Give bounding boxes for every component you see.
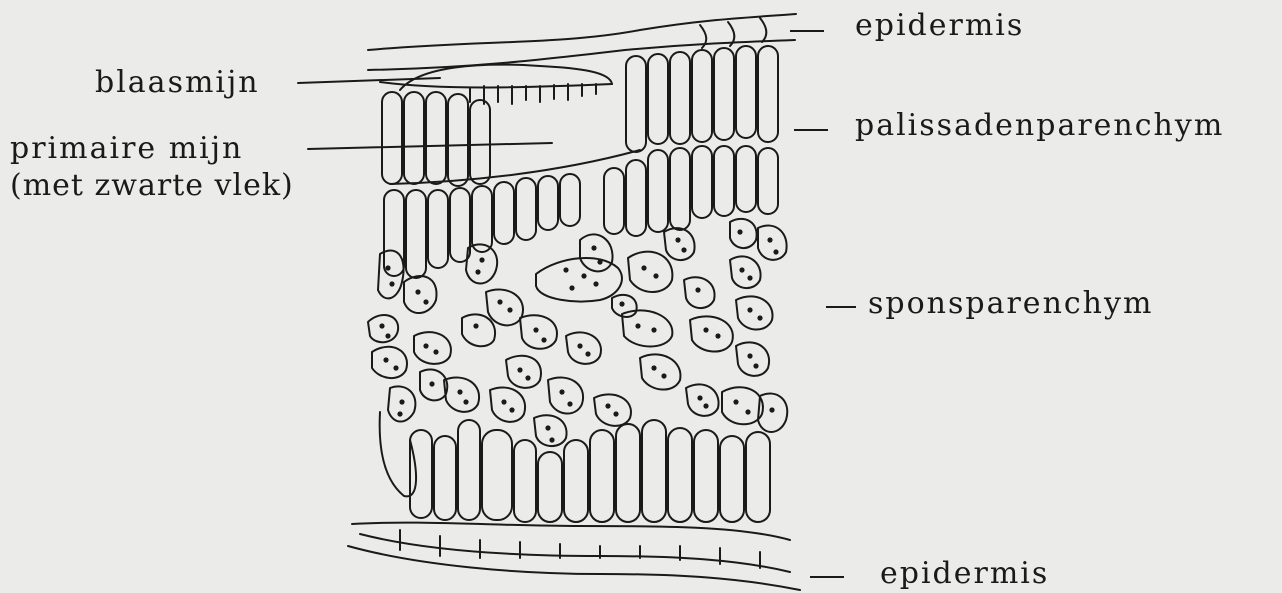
label-sponsparenchym: sponsparenchym: [868, 288, 1153, 320]
palisade-cells-left: [382, 92, 640, 278]
tick-epidermis-top: [790, 30, 824, 32]
palisade-cells-right: [604, 46, 778, 236]
chloroplast-dots: [379, 229, 778, 442]
lower-epidermis: [348, 523, 800, 590]
lower-cells: [380, 412, 770, 522]
tick-epidermis-bottom: [810, 576, 844, 578]
label-primaire-mijn: primaire mijn: [10, 133, 243, 165]
label-primaire-mijn-subtitle: (met zwarte vlek): [10, 170, 294, 202]
leader-primaire-mijn: [308, 143, 552, 149]
upper-epidermis: [368, 14, 796, 70]
leader-blaasmijn: [298, 78, 440, 83]
tick-palissadenparenchym: [794, 129, 828, 131]
label-blaasmijn: blaasmijn: [95, 67, 260, 99]
spongy-parenchyma: [368, 219, 787, 446]
label-palissadenparenchym: palissadenparenchym: [855, 110, 1224, 142]
tick-sponsparenchym: [826, 306, 856, 308]
label-epidermis-top: epidermis: [855, 10, 1024, 42]
label-epidermis-bottom: epidermis: [880, 558, 1049, 590]
blister-mine: [380, 65, 612, 104]
